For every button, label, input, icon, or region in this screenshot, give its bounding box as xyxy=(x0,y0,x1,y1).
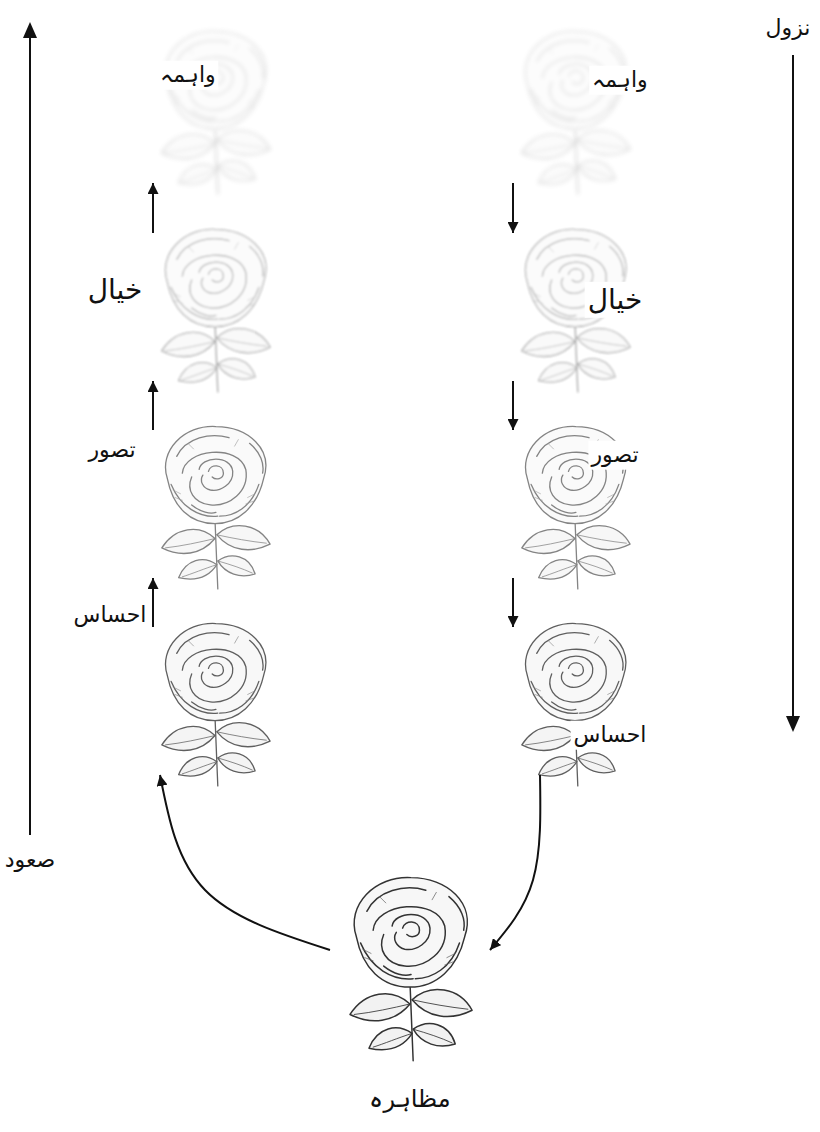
stage-label: مظاہرہ xyxy=(366,1084,453,1115)
stage-label: احساس xyxy=(71,601,150,630)
rose-light xyxy=(162,426,270,588)
ascent-arrow xyxy=(29,36,31,835)
flow-arrow xyxy=(490,775,540,950)
stage-label: احساس xyxy=(571,721,650,750)
stage-node: خیال xyxy=(145,233,285,381)
stage-node: احساس xyxy=(505,627,645,775)
direction-arrows xyxy=(23,22,800,835)
rose-drawings xyxy=(162,31,630,1060)
flow-arrow xyxy=(512,183,514,233)
descent-arrowhead xyxy=(786,716,800,732)
stage-label: خیال xyxy=(585,282,646,318)
stage-node: تصور xyxy=(145,430,285,578)
direction-label: نزول xyxy=(763,14,814,43)
stage-node: مظاہرہ xyxy=(330,880,490,1050)
rose-mid xyxy=(162,623,270,785)
descent-arrow xyxy=(792,55,794,718)
flow-arrow xyxy=(512,381,514,430)
stage-node: واہمہ xyxy=(505,35,645,183)
stage-label: واہمہ xyxy=(589,66,650,95)
flow-arrow xyxy=(160,775,330,950)
ascent-arrowhead xyxy=(23,22,37,38)
stage-label: تصور xyxy=(588,441,641,470)
stage-node: واہمہ xyxy=(145,35,285,183)
stage-node: تصور xyxy=(505,430,645,578)
rose-faint xyxy=(522,31,630,193)
rose-pale xyxy=(162,229,270,391)
flow-arrow xyxy=(512,578,514,627)
stage-label: واہمہ xyxy=(157,61,218,90)
flow-arrow xyxy=(152,183,154,233)
flow-arrow xyxy=(152,381,154,430)
rose-faint xyxy=(162,31,270,193)
stage-node: خیال xyxy=(505,233,645,381)
direction-label: صعود xyxy=(2,846,58,875)
stage-label: خیال xyxy=(85,272,146,308)
rose-mid xyxy=(522,623,630,785)
stage-label: تصور xyxy=(85,436,138,465)
stage-node: احساس xyxy=(145,627,285,775)
rose-full xyxy=(350,878,472,1061)
flow-arrow xyxy=(152,578,154,627)
